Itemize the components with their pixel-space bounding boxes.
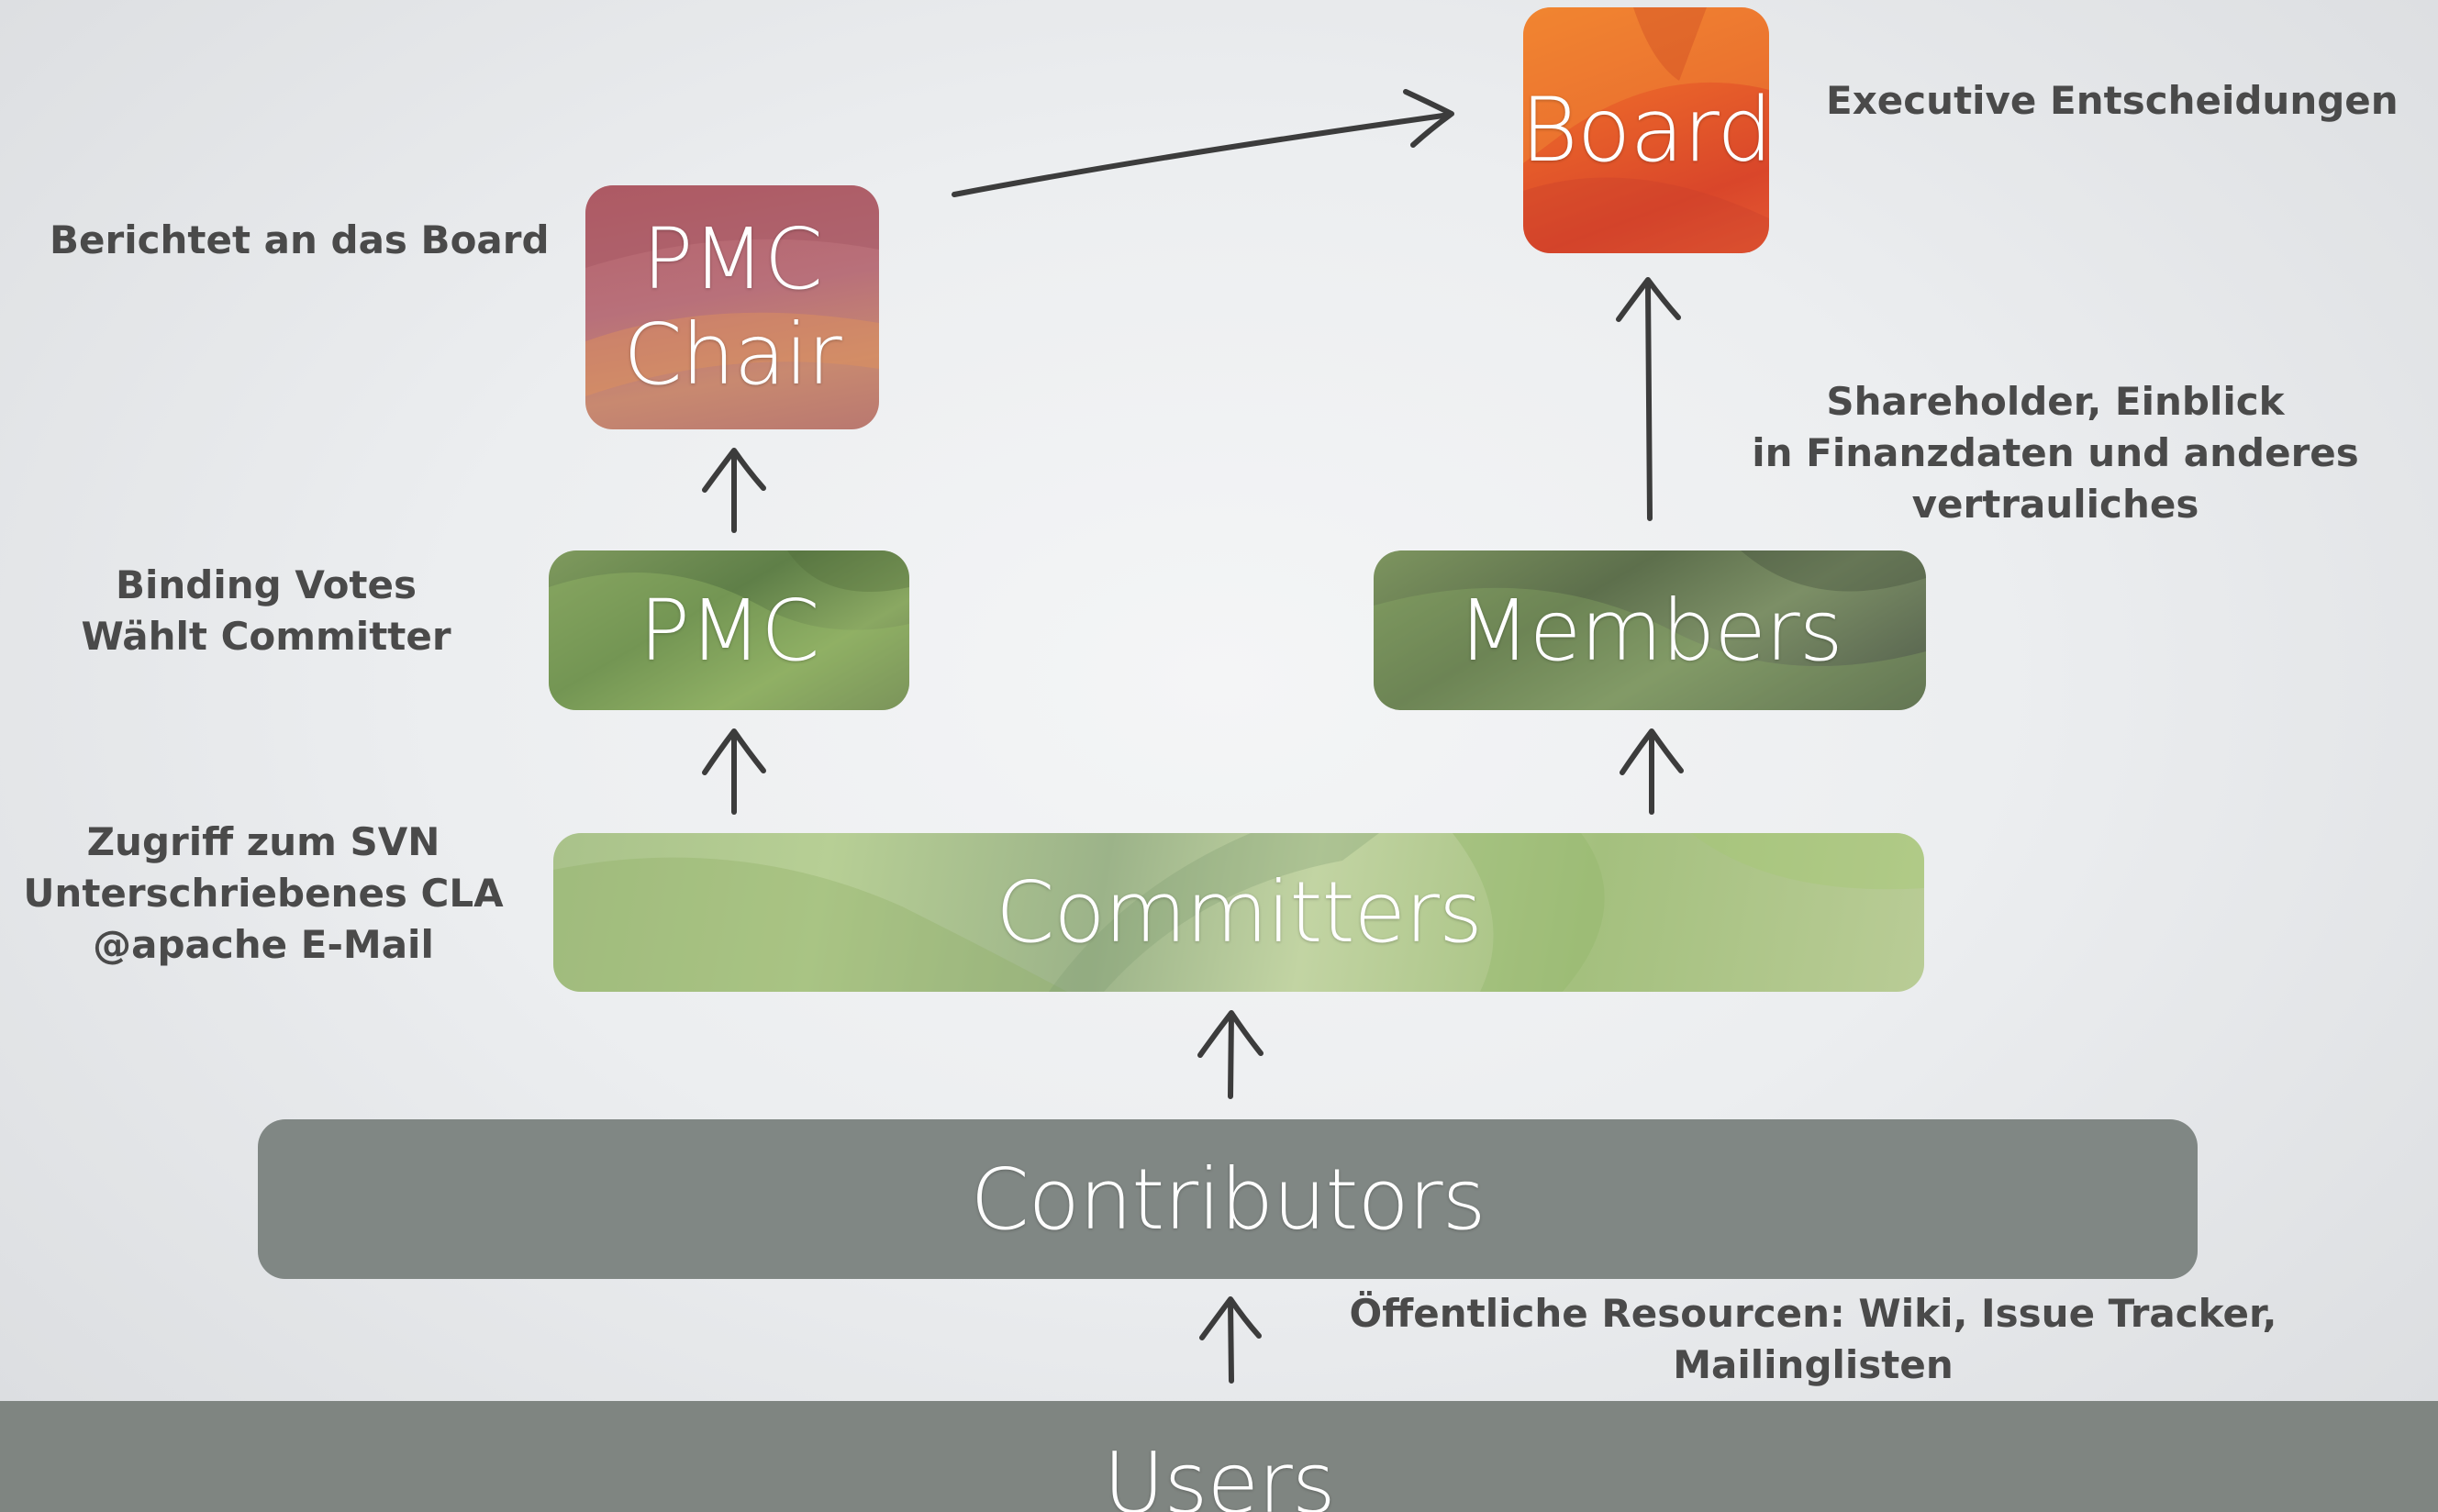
users-note-line2: Mailinglisten <box>1673 1342 1954 1387</box>
users-note-line1: Öffentliche Resourcen: Wiki, Issue Track… <box>1349 1291 2277 1336</box>
pmc-note-line1: Binding Votes <box>116 562 417 607</box>
contributors-label: Contributors <box>970 1150 1486 1249</box>
pmc-chair-box: PMC Chair <box>585 185 879 429</box>
board-label: Board <box>1523 79 1769 182</box>
arrow-committers-to-pmc <box>702 728 766 815</box>
pmc-chair-label-line1: PMC <box>641 210 823 308</box>
committers-note-line2: Unterschriebenes CLA <box>23 871 504 916</box>
committers-note: Zugriff zum SVN Unterschriebenes CLA @ap… <box>0 817 527 971</box>
pmc-label: PMC <box>639 581 819 680</box>
board-note: Executive Entscheidungen <box>1826 75 2399 127</box>
arrow-users-to-contributors <box>1199 1296 1262 1384</box>
pmc-chair-note-line1: Berichtet an das Board <box>50 217 550 262</box>
arrow-contributors-to-committers <box>1197 1010 1264 1099</box>
committers-box: Committers <box>553 833 1924 992</box>
members-note: Shareholder, Einblick in Finanzdaten und… <box>1725 376 2386 530</box>
members-note-line2: in Finanzdaten und anderes <box>1752 430 2359 475</box>
arrow-pmc-chair-to-board <box>952 89 1454 197</box>
members-box: Members <box>1374 550 1926 710</box>
pmc-chair-note: Berichtet an das Board <box>50 215 550 266</box>
board-note-line1: Executive Entscheidungen <box>1826 78 2399 123</box>
arrow-committers-to-members <box>1620 728 1684 815</box>
users-label: Users <box>1103 1434 1336 1512</box>
committers-note-line3: @apache E-Mail <box>93 922 434 967</box>
contributors-box: Contributors <box>258 1119 2198 1279</box>
members-note-line1: Shareholder, Einblick <box>1826 379 2285 424</box>
arrow-members-to-board <box>1616 277 1681 521</box>
pmc-note: Binding Votes Wählt Committer <box>37 560 495 662</box>
users-note: Öffentliche Resourcen: Wiki, Issue Track… <box>1321 1288 2305 1391</box>
board-box: Board <box>1523 7 1769 253</box>
arrow-pmc-to-pmc-chair <box>702 448 766 533</box>
pmc-note-line2: Wählt Committer <box>81 614 451 659</box>
committers-note-line1: Zugriff zum SVN <box>86 819 440 864</box>
pmc-chair-label-line2: Chair <box>623 306 841 404</box>
users-bar: Users <box>0 1401 2438 1512</box>
members-note-line3: vertrauliches <box>1911 482 2199 527</box>
members-label: Members <box>1457 581 1842 680</box>
committers-label: Committers <box>996 863 1483 962</box>
pmc-box: PMC <box>549 550 909 710</box>
